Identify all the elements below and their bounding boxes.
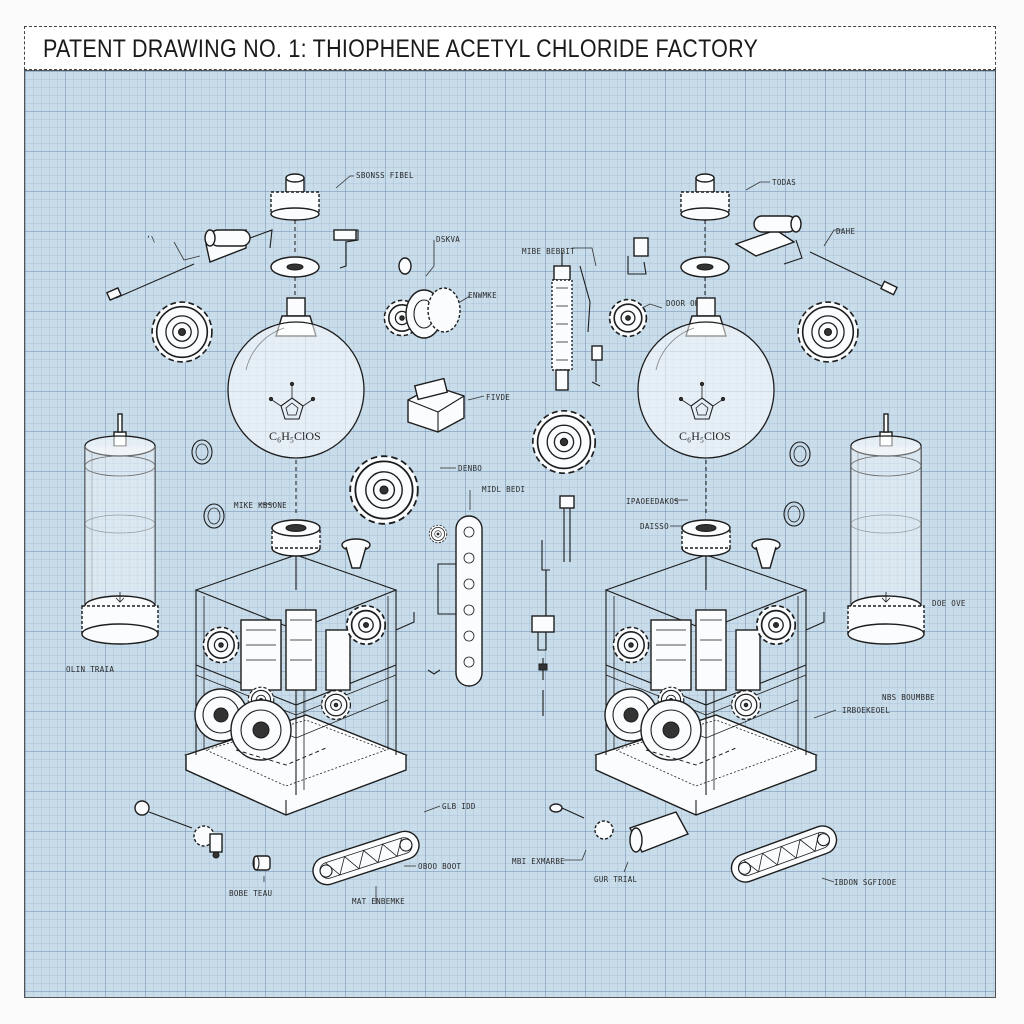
left-big-gear (151, 301, 213, 363)
left-bracket-label: FIVDE (486, 393, 510, 402)
left-cylinder-label: OLIN TRAIA (66, 665, 114, 674)
right-hub-label: DAISSO (640, 522, 669, 531)
right-cylinder-label: DOE OVE (932, 599, 966, 608)
right-flask-formula: C₆H₅ClOS (679, 429, 731, 443)
right-rod: DAHE (809, 227, 898, 296)
left-right-gear-label: DSKVA (436, 235, 460, 244)
left-center-gear-label: DENBO (458, 464, 482, 473)
left-coupling-label: ENWMKE (468, 291, 497, 300)
left-unit: ʼ\ C₆H₅ClOS SBONSS FIBEL (66, 171, 525, 906)
middle-parts: MIBE BEBBIT DOOR OHIT (522, 237, 710, 716)
left-gear-top-label: GLB IDD (442, 802, 476, 811)
right-small-ring-a (789, 441, 811, 467)
right-bottom-parts: MBI EXMARBE GUR TRIAL (512, 803, 689, 884)
right-small-ring-b (783, 501, 805, 527)
left-small-ring-b (203, 503, 225, 529)
right-bottom-right-label: IBDON SGFIODE (834, 878, 897, 887)
right-bottom-mid-label: GUR TRIAL (594, 875, 638, 884)
middle-big-gear (531, 409, 597, 475)
left-flask: C₆H₅ClOS (227, 297, 365, 516)
left-coupling: DSKVA ENWMKE (383, 235, 497, 339)
left-bottom-parts: BOBE TEAU (134, 800, 272, 898)
right-top-gear-label: TODAS (772, 178, 796, 187)
right-flask: C₆H₅ClOS (637, 297, 775, 516)
middle-piston-label: MIBE BEBBIT (522, 247, 575, 256)
left-cylinder (81, 413, 159, 645)
left-center-gear (349, 455, 419, 525)
left-track-label: OBOO BOOT (418, 862, 462, 871)
left-top-gear-label: SBONSS FIBEL (356, 171, 414, 180)
right-bottom-track (726, 821, 842, 887)
left-coupling-ring-label: MIKE KBSONE (234, 501, 287, 510)
patent-drawing: ʼ\ C₆H₅ClOS SBONSS FIBEL (66, 171, 966, 906)
title-box: PATENT DRAWING NO. 1: THIOPHENE ACETYL C… (24, 26, 996, 70)
left-bracket-part: FIVDE (407, 377, 510, 433)
left-rod: ʼ\ (105, 235, 201, 302)
blueprint-sheet (24, 70, 996, 998)
left-rod-label: ʼ\ (146, 235, 156, 244)
page-title: PATENT DRAWING NO. 1: THIOPHENE ACETYL C… (43, 35, 759, 63)
right-big-gear (797, 301, 859, 363)
left-chain-label: MIDL BEDI (482, 485, 525, 494)
right-cylinder (847, 413, 925, 645)
right-bottom-left-label: MBI EXMARBE (512, 857, 565, 866)
left-bracket (333, 229, 359, 269)
left-roller (204, 229, 273, 263)
left-track-bottom-label: MAT ENBEMKE (352, 897, 405, 906)
left-flask-formula: C₆H₅ClOS (269, 429, 321, 443)
left-small-ring-a (191, 439, 213, 465)
right-machine (596, 520, 824, 815)
left-chain: MIDL BEDI (427, 485, 525, 687)
right-roller (734, 215, 803, 265)
right-base-label: NBS BOUMBBE (882, 693, 935, 702)
left-cap-label: BOBE TEAU (229, 889, 272, 898)
left-top-cap (270, 173, 320, 302)
left-bottom-track (308, 826, 424, 890)
middle-door-label: DOOR OHIT (666, 299, 710, 308)
right-frame-label: IRBOEKEOEL (842, 706, 890, 715)
right-pipe-label: IPAOEEDAKOS (626, 497, 679, 506)
right-rod-label: DAHE (836, 227, 855, 236)
right-unit: TODAS DAHE C₆H₅ClOS (512, 173, 966, 887)
right-top-cap (680, 173, 730, 302)
left-machine (186, 520, 414, 815)
